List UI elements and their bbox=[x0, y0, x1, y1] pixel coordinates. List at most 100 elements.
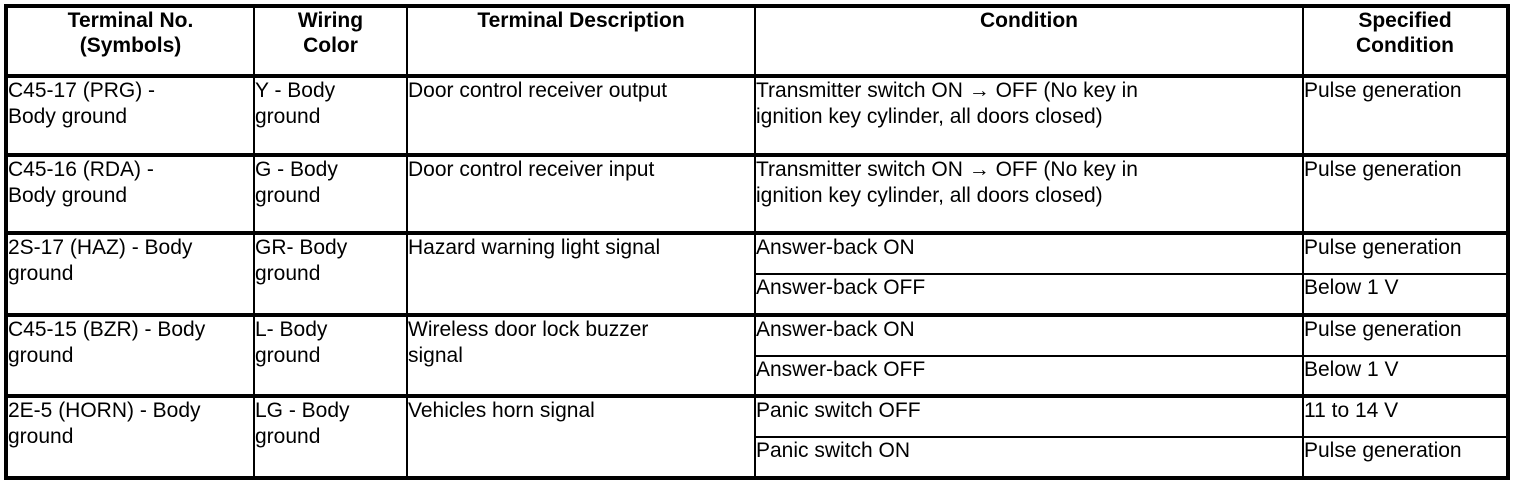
specified-condition-line: Pulse generation bbox=[1304, 439, 1462, 463]
table-row: Panic switch ON Pulse generation bbox=[6, 436, 1509, 479]
specified-condition-line: Below 1 V bbox=[1304, 357, 1399, 381]
cell-specified-condition: Pulse generation bbox=[1302, 436, 1509, 479]
cell-condition: Answer-back OFF bbox=[754, 273, 1304, 316]
condition-line: Answer-back ON bbox=[756, 317, 915, 341]
condition-line: Answer-back ON bbox=[756, 236, 915, 260]
cell-specified-condition: 11 to 14 V bbox=[1302, 394, 1509, 439]
wiring-color-line: ground bbox=[255, 183, 321, 207]
column-header-line: Condition bbox=[1356, 34, 1454, 57]
specified-condition-line: Pulse generation bbox=[1304, 236, 1462, 260]
condition-line: Answer-back OFF bbox=[756, 357, 926, 381]
terminal-no-line: 2S-17 (HAZ) - Body bbox=[8, 236, 193, 260]
condition-line: Transmitter switch ON → OFF (No key in bbox=[756, 79, 1138, 102]
terminal-description-line: Door control receiver output bbox=[408, 79, 668, 102]
wiring-color-line: ground bbox=[255, 343, 321, 367]
specified-condition-line: 11 to 14 V bbox=[1304, 399, 1399, 423]
terminal-no-line: C45-16 (RDA) - bbox=[8, 157, 154, 181]
table-row: Answer-back OFF Below 1 V bbox=[6, 273, 1509, 316]
column-header-terminal-no: Terminal No.(Symbols) bbox=[5, 5, 255, 77]
cell-terminal-description: Door control receiver input bbox=[406, 152, 756, 235]
terminal-no-line: ground bbox=[8, 262, 74, 286]
specified-condition-line: Below 1 V bbox=[1304, 276, 1399, 300]
cell-terminal-no: C45-16 (RDA) -Body ground bbox=[5, 152, 255, 235]
cell-condition: Transmitter switch ON → OFF (No key in ig… bbox=[754, 74, 1304, 156]
cell-terminal-no: C45-17 (PRG) - Body ground bbox=[5, 74, 255, 156]
cell-specified-condition: Below 1 V bbox=[1302, 354, 1509, 398]
column-header-line: Condition bbox=[980, 9, 1078, 32]
specified-condition-line: Pulse generation bbox=[1304, 157, 1462, 181]
cell-condition: Panic switch OFF bbox=[754, 394, 1304, 439]
table-row: C45-17 (PRG) - Body ground Y - Body ground D… bbox=[5, 74, 1509, 156]
cell-specified-condition: Pulse generation bbox=[1302, 74, 1509, 156]
cell-specified-condition: Pulse generation bbox=[1302, 312, 1509, 357]
condition-line: ignition key cylinder, all doors closed) bbox=[756, 105, 1103, 128]
cell-terminal-description: Hazard warning light signal bbox=[406, 231, 756, 316]
condition-line: Transmitter switch ON → OFF (No key in bbox=[756, 157, 1138, 181]
column-header-condition: Condition bbox=[754, 5, 1304, 77]
terminal-no-line: ground bbox=[8, 425, 74, 449]
cell-condition: Panic switch ON bbox=[754, 436, 1304, 479]
wiring-color-line: LG - Body bbox=[255, 399, 350, 423]
wiring-color-line: ground bbox=[255, 262, 321, 286]
specified-condition-line: Pulse generation bbox=[1304, 317, 1462, 341]
condition-line: Panic switch OFF bbox=[756, 399, 921, 423]
cell-condition: Answer-back ON bbox=[754, 312, 1304, 357]
wiring-color-line: G - Body bbox=[255, 157, 338, 181]
cell-condition: Answer-back ON bbox=[754, 231, 1304, 276]
terminal-no-line: Body ground bbox=[8, 183, 128, 207]
terminal-no-line: ground bbox=[8, 343, 74, 367]
wiring-color-line: GR- Body bbox=[255, 236, 348, 260]
column-header-line: Specified bbox=[1358, 9, 1452, 32]
condition-line: Answer-back OFF bbox=[756, 276, 926, 300]
terminal-description-line: Vehicles horn signal bbox=[408, 399, 595, 423]
wiring-color-line: ground bbox=[255, 425, 321, 449]
condition-line: ignition key cylinder, all doors closed) bbox=[756, 183, 1103, 207]
terminal-description-line: signal bbox=[408, 343, 463, 367]
terminal-description-line: Hazard warning light signal bbox=[408, 236, 661, 260]
condition-line: Panic switch ON bbox=[756, 439, 911, 463]
cell-condition: Answer-back OFF bbox=[754, 354, 1304, 398]
cell-terminal-description: Vehicles horn signal bbox=[406, 394, 756, 479]
terminal-no-line: C45-15 (BZR) - Body bbox=[8, 317, 206, 341]
column-header-line: (Symbols) bbox=[79, 34, 182, 57]
cell-specified-condition: Pulse generation bbox=[1302, 152, 1509, 235]
terminal-no-line: C45-17 (PRG) - bbox=[8, 79, 156, 102]
wiring-color-line: Y - Body bbox=[255, 79, 336, 102]
cell-wiring-color: Y - Body ground bbox=[253, 74, 408, 156]
terminal-description-line: Wireless door lock buzzer bbox=[408, 317, 649, 341]
terminal-no-line: Body ground bbox=[8, 105, 128, 128]
column-header-terminal-description: Terminal Description bbox=[406, 5, 756, 77]
cell-specified-condition: Below 1 V bbox=[1302, 273, 1509, 316]
table-row: Answer-back OFF Below 1 V bbox=[6, 354, 1509, 398]
column-header-line: Wiring bbox=[297, 9, 364, 32]
wiring-color-line: L- Body bbox=[255, 317, 328, 341]
cell-terminal-description: Door control receiver output bbox=[406, 74, 756, 156]
terminal-no-line: 2E-5 (HORN) - Body bbox=[8, 399, 201, 423]
column-header-line: Color bbox=[303, 34, 358, 57]
specified-condition-line: Pulse generation bbox=[1304, 79, 1462, 102]
column-header-line: Terminal No. bbox=[67, 9, 194, 32]
terminal-description-line: Door control receiver input bbox=[408, 157, 655, 181]
wiring-color-line: ground bbox=[255, 105, 321, 128]
cell-specified-condition: Pulse generation bbox=[1302, 231, 1509, 276]
